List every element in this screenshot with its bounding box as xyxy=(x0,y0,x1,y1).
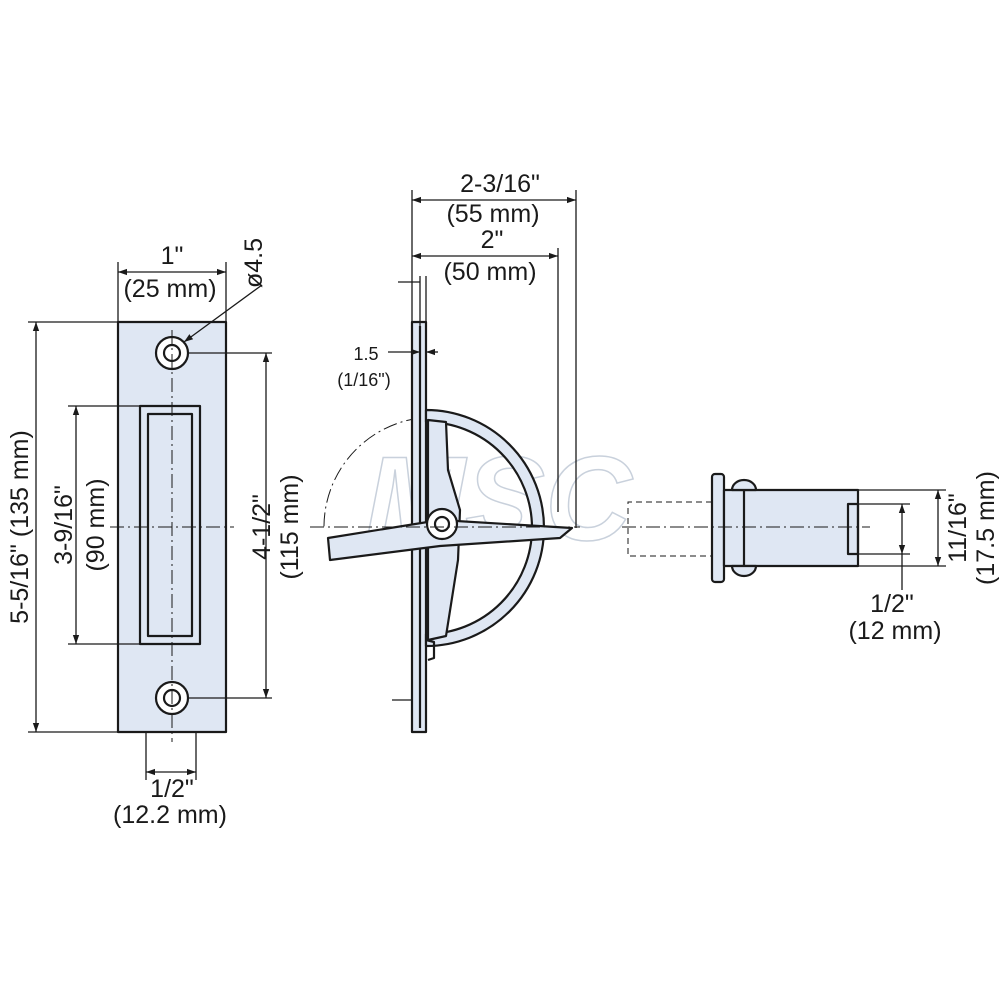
label-dia-mm: (17.5 mm) xyxy=(972,471,1000,585)
end-tip xyxy=(846,502,860,556)
front-view: 1" (25 mm) ø4.5 5-5/16" (135 mm) 3-9/16"… xyxy=(6,238,304,829)
label-slot-mm: (90 mm) xyxy=(82,478,110,571)
label-slotw-in: 1/2" xyxy=(150,775,194,803)
label-slotw-mm: (12.2 mm) xyxy=(113,801,227,829)
rivet-top xyxy=(730,478,758,492)
rivet-bottom xyxy=(730,564,758,578)
pivot-outer xyxy=(425,507,459,541)
label-plate-mm: 1.5 xyxy=(353,344,378,364)
label-pitch-mm: (115 mm) xyxy=(276,474,304,579)
label-pitch-in: 4-1/2" xyxy=(248,494,276,560)
label-overall-mm: (55 mm) xyxy=(446,200,539,228)
end-view: 11/16" (17.5 mm) 1/2" (12 mm) xyxy=(622,471,1000,645)
label-neck-mm: (12 mm) xyxy=(848,617,941,645)
label-slot-in: 3-9/16" xyxy=(50,485,78,565)
label-overall-in: 2-3/16" xyxy=(460,170,540,198)
end-shank xyxy=(722,488,860,568)
label-dia-in: 11/16" xyxy=(944,493,972,563)
label-hole-dia: ø4.5 xyxy=(240,238,268,288)
front-slot-inner xyxy=(146,412,194,638)
label-plate-in: (1/16") xyxy=(337,370,390,390)
label-width-mm: (25 mm) xyxy=(123,275,216,303)
pivot-inner xyxy=(433,515,451,533)
end-hidden-outline xyxy=(627,501,712,557)
bottom-clip xyxy=(425,638,436,662)
label-neck-in: 1/2" xyxy=(870,590,914,618)
label-width-in: 1" xyxy=(161,242,184,270)
label-depth-in: 2" xyxy=(481,226,504,254)
hole-leader xyxy=(183,284,263,343)
label-depth-mm: (50 mm) xyxy=(443,258,536,286)
swing-arc xyxy=(323,417,421,531)
front-slot-outer xyxy=(138,404,202,646)
label-height: 5-5/16" (135 mm) xyxy=(6,430,34,624)
end-flange xyxy=(710,472,726,584)
pull-ring xyxy=(424,408,546,648)
side-view: 2-3/16" (55 mm) 2" (50 mm) 1.5 (1/16") xyxy=(310,170,580,734)
